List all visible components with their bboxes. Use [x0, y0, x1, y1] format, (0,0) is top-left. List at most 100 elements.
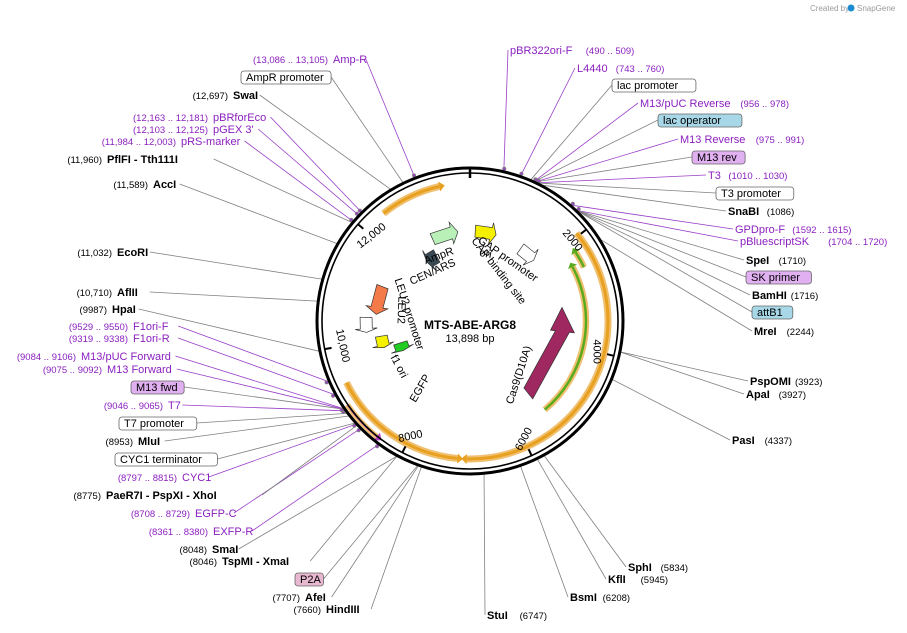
label-m13-rev: M13 rev	[691, 150, 746, 165]
leader-line	[261, 425, 358, 496]
primer-site-icon	[357, 208, 362, 213]
primer-name: pBRforEco	[213, 112, 266, 124]
box-label-text: AmpR promoter	[246, 72, 324, 84]
leader-line	[182, 404, 345, 412]
label-position: (11,589)	[113, 180, 148, 191]
orf-track-lower-arrow-icon	[457, 453, 464, 464]
leader-line	[259, 94, 391, 190]
leader-line	[600, 239, 753, 332]
leader-line	[208, 423, 356, 478]
primer-site-icon	[339, 407, 344, 412]
enzyme-name: TspMI - XmaI	[222, 556, 289, 568]
leader-line	[577, 210, 751, 296]
primer-name: pBR322ori-F	[510, 45, 573, 57]
label-spei: SpeI(1710)	[746, 255, 806, 267]
label-position: (1086)	[767, 207, 794, 218]
tick-label: 4000	[590, 339, 602, 363]
leader-line	[620, 351, 745, 395]
feature-egfp	[391, 340, 414, 354]
label-pbr322ori-f: pBR322ori-F(490 .. 509)	[510, 45, 634, 57]
label-bamhi: BamHI(1716)	[752, 290, 818, 302]
feature-gap-promoter	[516, 243, 539, 266]
label-attb1: attB1	[751, 305, 794, 320]
leader-line	[534, 119, 659, 182]
label-bsmi: BsmI(6208)	[570, 592, 630, 604]
leader-line	[534, 102, 639, 182]
inner-label-leu2: LEU2	[395, 296, 408, 324]
label-lac-promoter: lac promoter	[611, 78, 697, 93]
inner-label-f1-ori: f1 ori	[388, 353, 410, 380]
primer-site-icon	[375, 444, 380, 449]
leader-line	[176, 368, 344, 410]
label-ecori: (11,032)EcoRI	[77, 247, 148, 259]
label-pspomi: PspOMI(3923)	[750, 376, 822, 388]
label-position: (8046)	[190, 557, 217, 568]
leader-line	[233, 428, 361, 514]
label-gpdpro-f: GPDpro-F(1592 .. 1615)	[735, 224, 851, 236]
label-position: (743 .. 760)	[616, 64, 665, 75]
leader-line	[535, 138, 679, 183]
primer-name: EXFP-R	[213, 526, 253, 538]
label-pbluescriptsk: pBluescriptSK(1704 .. 1720)	[740, 236, 887, 248]
leader-line	[577, 210, 745, 261]
orf-track-top-arrow-icon	[438, 181, 445, 192]
label-box	[118, 416, 198, 431]
tick-label: 2000	[560, 227, 585, 253]
label-position: (7707)	[273, 593, 300, 604]
box-label-text: CYC1 terminator	[120, 454, 202, 466]
tick-mark	[527, 448, 533, 457]
label-egfp-c: (8708 .. 8729)EGFP-C	[131, 508, 237, 520]
primer-name: M13/pUC Reverse	[640, 98, 730, 110]
label-exfp-r: (8361 .. 8380)EXFP-R	[149, 526, 254, 538]
label-position: (9987)	[80, 305, 107, 316]
primer-name: T7	[168, 400, 181, 412]
tick-label: 10,000	[333, 328, 352, 363]
leader-line	[365, 58, 416, 178]
leader-line	[138, 308, 320, 352]
label-m13-puc-forward: (9084 .. 9106)M13/pUC Forward	[17, 351, 171, 363]
leader-line	[177, 325, 329, 382]
inner-label-cas9-d10a: Cas9(D10A)	[504, 344, 534, 405]
orf-track-lower	[345, 381, 458, 460]
primer-name: pBluescriptSK	[740, 236, 810, 248]
box-label-text: T3 promoter	[721, 188, 781, 200]
primer-name: GPDpro-F	[735, 224, 785, 236]
enzyme-name: PaeR7I - PspXI - XhoI	[106, 490, 217, 502]
primer-site-icon	[352, 423, 357, 428]
label-t7: (9046 .. 9065)T7	[104, 400, 181, 412]
primer-name: T3	[708, 170, 721, 182]
label-l4440: L4440(743 .. 760)	[577, 63, 664, 75]
primer-site-icon	[354, 211, 359, 216]
box-label-text: T7 promoter	[124, 418, 184, 430]
leader-line	[620, 351, 749, 382]
label-hindiii: (7660)HindIII	[294, 604, 360, 616]
label-position: (2244)	[787, 327, 814, 338]
box-label-text: attB1	[757, 307, 783, 319]
feature-cen-ars	[422, 249, 441, 271]
label-position: (9529 .. 9550)	[69, 322, 128, 333]
primer-name: F1ori-F	[133, 321, 169, 333]
leader-line	[542, 184, 727, 212]
orf-track-main	[466, 232, 610, 461]
leader-line	[149, 291, 318, 302]
plasmid-length: 13,898 bp	[446, 333, 495, 345]
leader-lines	[138, 49, 753, 616]
brand-text: SnapGene	[857, 4, 896, 13]
label-box	[240, 70, 332, 85]
label-m13-forward: (9075 .. 9092)M13 Forward	[43, 364, 172, 376]
enzyme-name: SnaBI	[728, 206, 759, 218]
label-position: (6208)	[603, 593, 630, 604]
enzyme-name: KflI	[608, 574, 626, 586]
primer-site-icon	[412, 173, 417, 178]
label-position: (956 .. 978)	[740, 99, 789, 110]
leader-line	[196, 413, 347, 424]
label-position: (11,032)	[77, 248, 112, 259]
feature-labels: pBR322ori-F(490 .. 509) L4440(743 .. 760)…	[17, 45, 887, 622]
label-box	[130, 380, 185, 395]
box-label-text: M13 fwd	[136, 382, 178, 394]
enzyme-name: PasI	[732, 435, 755, 447]
primer-name: M13/pUC Forward	[81, 351, 171, 363]
label-m13-fwd: M13 fwd	[130, 380, 185, 395]
label-box	[114, 452, 218, 467]
label-position: (11,960)	[67, 155, 102, 166]
